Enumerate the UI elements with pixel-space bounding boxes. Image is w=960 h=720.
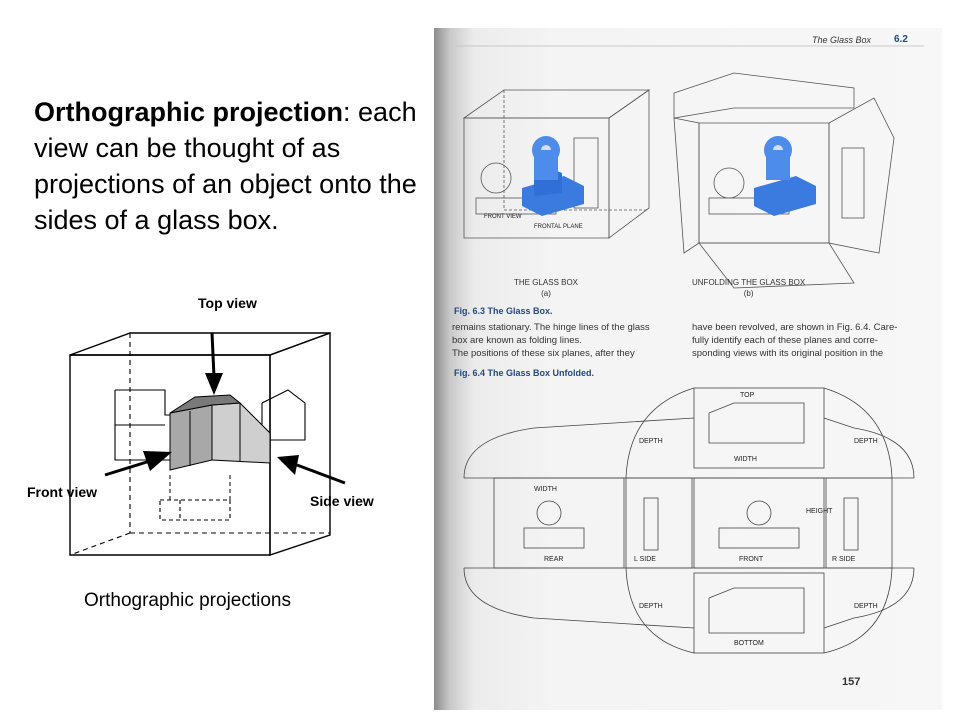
side-view-label: Side view [310, 493, 374, 509]
fig-a-caption: THE GLASS BOX (a) [514, 277, 578, 299]
textbook-figures [456, 45, 924, 654]
textbook-page-photo: The Glass Box 6.2 THE GLASS BOX (a) UNFO… [434, 28, 942, 710]
headline-term: Orthographic projection [34, 97, 344, 127]
page-body-left-line: The positions of these six planes, after… [452, 348, 635, 359]
glass-box-diagram [0, 285, 430, 625]
label-depth-bottom-right: DEPTH [854, 603, 878, 610]
front-view-arrow-shaft [104, 459, 151, 477]
fig-glass-box-unfolded [463, 387, 915, 654]
label-right-side: R SIDE [832, 556, 856, 563]
label-frontal-plane: FRONTAL PLANE [534, 224, 583, 230]
page-body-right-line: have been revolved, are shown in Fig. 6.… [692, 322, 898, 333]
front-view-label: Front view [27, 484, 98, 500]
side-view-arrow-head [277, 455, 299, 475]
top-view-arrow-head [205, 373, 223, 395]
label-left-side: L SIDE [634, 556, 656, 563]
label-front-view: FRONT VIEW [484, 214, 522, 220]
fig-b-caption: UNFOLDING THE GLASS BOX (b) [692, 277, 805, 299]
label-depth-left: DEPTH [639, 438, 663, 445]
fig-6-3-label: Fig. 6.3 The Glass Box. [454, 306, 553, 316]
fig-a-caption-title: THE GLASS BOX [514, 278, 579, 287]
fig-glass-box-a [462, 89, 651, 239]
box-side-face [269, 331, 331, 556]
block-side-face [211, 402, 271, 464]
glass-box-illustration [69, 331, 346, 556]
top-view-label: Top view [198, 295, 257, 311]
block-top-face [169, 394, 242, 414]
object-block [169, 394, 271, 471]
top-view-arrow-shaft [210, 332, 216, 378]
fig-a-caption-sub: (a) [541, 289, 551, 298]
label-width-top: WIDTH [734, 456, 757, 463]
fig-b-caption-sub: (b) [743, 289, 754, 298]
label-height: HEIGHT [806, 508, 833, 515]
fig-b-blue-object [754, 136, 816, 216]
page-body-right-line: fully identify each of these planes and … [692, 335, 878, 346]
label-depth-bottom-left: DEPTH [639, 603, 663, 610]
headline-colon: : [343, 97, 351, 127]
fig-6-4-label: Fig. 6.4 The Glass Box Unfolded. [454, 368, 595, 378]
label-rear: REAR [544, 556, 564, 563]
page-body-left-line: remains stationary. The hinge lines of t… [452, 322, 650, 333]
front-view-arrow-head [143, 451, 172, 471]
fig-a-blue-object [522, 136, 584, 216]
page-body-right-line: sponding views with its original positio… [692, 348, 884, 359]
headline-body: each view can be thought of as projectio… [34, 97, 417, 235]
page-number: 157 [842, 676, 861, 688]
label-depth-right: DEPTH [854, 438, 878, 445]
label-front: FRONT [739, 556, 764, 563]
side-view-arrow-shaft [296, 463, 346, 485]
page-body-left-line: box are known as folding lines. [452, 335, 582, 346]
view-arrows [104, 332, 346, 485]
fig-b-caption-title: UNFOLDING THE GLASS BOX [692, 278, 806, 287]
label-bottom: BOTTOM [734, 640, 764, 647]
diagram-caption: Orthographic projections [84, 590, 291, 611]
box-top-face [69, 332, 331, 356]
fig-glass-box-b [673, 72, 895, 289]
page-body-left: remains stationary. The hinge lines of t… [452, 321, 650, 360]
label-top: TOP [740, 392, 755, 399]
label-width-rear: WIDTH [534, 486, 557, 493]
page-header-title: The Glass Box [812, 35, 872, 45]
block-front-face [169, 404, 213, 471]
page-body-right: have been revolved, are shown in Fig. 6.… [692, 321, 897, 360]
page-header-number: 6.2 [894, 34, 908, 45]
headline-text: Orthographic projection: each view can b… [34, 94, 424, 238]
